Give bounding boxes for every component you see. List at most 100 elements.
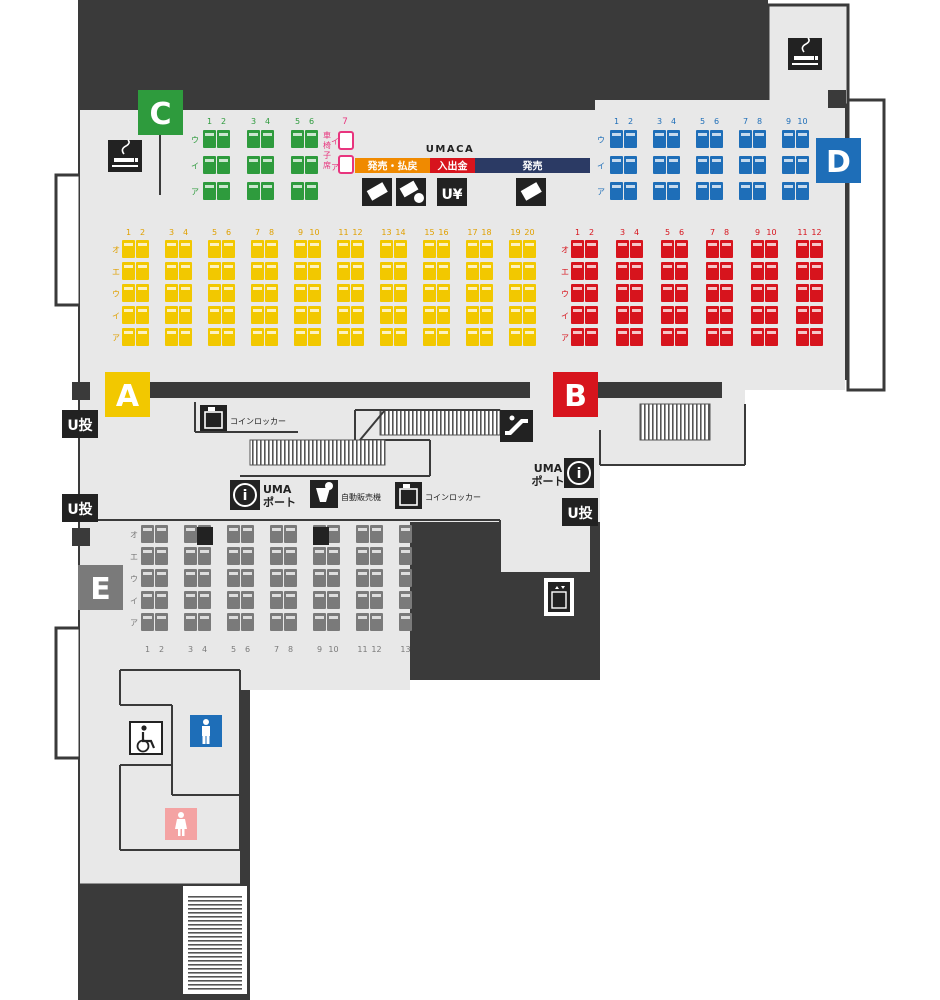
seat[interactable] xyxy=(305,156,318,174)
seat[interactable] xyxy=(380,262,393,280)
seat[interactable] xyxy=(509,284,522,302)
seat[interactable] xyxy=(480,328,493,346)
seat[interactable] xyxy=(370,525,383,543)
seat[interactable] xyxy=(616,262,629,280)
seat[interactable] xyxy=(523,328,536,346)
seat[interactable] xyxy=(270,569,283,587)
seat[interactable] xyxy=(630,262,643,280)
seat[interactable] xyxy=(706,306,719,324)
seat[interactable] xyxy=(203,130,216,148)
seat[interactable] xyxy=(141,547,154,565)
seat[interactable] xyxy=(509,240,522,258)
seat[interactable] xyxy=(616,306,629,324)
seat[interactable] xyxy=(765,240,778,258)
seat[interactable] xyxy=(380,284,393,302)
seat[interactable] xyxy=(437,262,450,280)
seat[interactable] xyxy=(394,284,407,302)
seat[interactable] xyxy=(630,240,643,258)
seat[interactable] xyxy=(313,547,326,565)
seat[interactable] xyxy=(796,130,809,148)
seat[interactable] xyxy=(208,328,221,346)
seat[interactable] xyxy=(179,240,192,258)
seat[interactable] xyxy=(610,156,623,174)
seat[interactable] xyxy=(585,306,598,324)
seat[interactable] xyxy=(136,262,149,280)
seat[interactable] xyxy=(208,262,221,280)
seat[interactable] xyxy=(122,240,135,258)
seat[interactable] xyxy=(782,130,795,148)
seat[interactable] xyxy=(739,130,752,148)
seat[interactable] xyxy=(616,284,629,302)
seat[interactable] xyxy=(624,182,637,200)
seat[interactable] xyxy=(270,547,283,565)
seat[interactable] xyxy=(222,284,235,302)
seat[interactable] xyxy=(241,525,254,543)
seat[interactable] xyxy=(782,182,795,200)
seat[interactable] xyxy=(765,306,778,324)
seat[interactable] xyxy=(227,613,240,631)
seat[interactable] xyxy=(706,240,719,258)
seat[interactable] xyxy=(399,525,412,543)
seat[interactable] xyxy=(370,591,383,609)
seat[interactable] xyxy=(571,262,584,280)
seat[interactable] xyxy=(437,240,450,258)
seat[interactable] xyxy=(370,569,383,587)
seat[interactable] xyxy=(523,262,536,280)
seat[interactable] xyxy=(122,284,135,302)
seat[interactable] xyxy=(720,306,733,324)
seat[interactable] xyxy=(585,262,598,280)
seat[interactable] xyxy=(399,591,412,609)
seat[interactable] xyxy=(571,284,584,302)
seat[interactable] xyxy=(380,328,393,346)
seat[interactable] xyxy=(480,240,493,258)
seat[interactable] xyxy=(208,240,221,258)
seat[interactable] xyxy=(251,284,264,302)
seat[interactable] xyxy=(399,569,412,587)
seat[interactable] xyxy=(265,262,278,280)
seat[interactable] xyxy=(356,547,369,565)
seat[interactable] xyxy=(141,591,154,609)
seat[interactable] xyxy=(313,569,326,587)
seat[interactable] xyxy=(337,306,350,324)
seat[interactable] xyxy=(751,306,764,324)
seat[interactable] xyxy=(165,240,178,258)
seat[interactable] xyxy=(667,156,680,174)
seat[interactable] xyxy=(675,306,688,324)
seat[interactable] xyxy=(198,569,211,587)
seat[interactable] xyxy=(155,613,168,631)
seat[interactable] xyxy=(247,156,260,174)
seat[interactable] xyxy=(227,547,240,565)
seat[interactable] xyxy=(710,156,723,174)
seat[interactable] xyxy=(630,306,643,324)
seat[interactable] xyxy=(241,569,254,587)
seat[interactable] xyxy=(706,328,719,346)
seat[interactable] xyxy=(184,525,197,543)
seat[interactable] xyxy=(136,284,149,302)
seat[interactable] xyxy=(308,262,321,280)
seat[interactable] xyxy=(610,182,623,200)
seat[interactable] xyxy=(179,328,192,346)
seat[interactable] xyxy=(179,262,192,280)
seat[interactable] xyxy=(706,284,719,302)
seat[interactable] xyxy=(217,182,230,200)
seat[interactable] xyxy=(184,569,197,587)
seat[interactable] xyxy=(284,613,297,631)
seat[interactable] xyxy=(616,328,629,346)
seat[interactable] xyxy=(720,284,733,302)
seat[interactable] xyxy=(122,328,135,346)
seat[interactable] xyxy=(380,306,393,324)
seat[interactable] xyxy=(466,306,479,324)
seat[interactable] xyxy=(796,306,809,324)
seat[interactable] xyxy=(241,591,254,609)
seat[interactable] xyxy=(284,591,297,609)
seat[interactable] xyxy=(351,262,364,280)
seat[interactable] xyxy=(136,240,149,258)
seat[interactable] xyxy=(480,306,493,324)
seat[interactable] xyxy=(571,306,584,324)
seat[interactable] xyxy=(179,306,192,324)
seat[interactable] xyxy=(523,306,536,324)
seat[interactable] xyxy=(509,306,522,324)
seat[interactable] xyxy=(247,130,260,148)
seat[interactable] xyxy=(751,284,764,302)
seat[interactable] xyxy=(624,156,637,174)
